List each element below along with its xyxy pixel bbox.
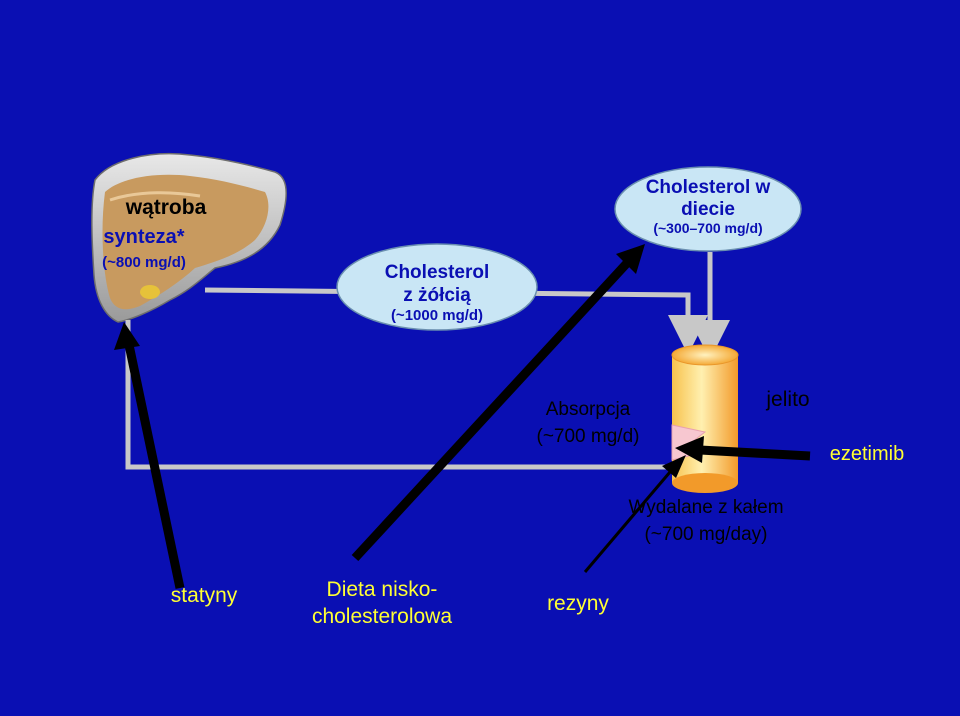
bile-title: Cholesterol — [384, 262, 490, 283]
bile-bubble — [336, 243, 538, 331]
bile-subtitle: z żółcią — [403, 285, 471, 306]
intestine-tube — [671, 344, 739, 493]
diet-subtitle: diecie — [681, 199, 735, 220]
absorption-title: Absorpcja — [545, 399, 631, 420]
liver-title: wątroba — [125, 196, 207, 219]
absorption-amount: (~700 mg/d) — [536, 426, 640, 447]
liver-illustration — [91, 152, 287, 323]
low-cholesterol-diet-label-2: cholesterolowa — [311, 605, 453, 628]
drug-arrows — [114, 244, 811, 589]
ezetimibe-label: ezetimib — [829, 443, 905, 465]
diet-title: Cholesterol w — [645, 177, 771, 198]
bile-amount: (~1000 mg/d) — [390, 307, 484, 324]
intestine-label: jelito — [766, 388, 810, 411]
excretion-amount: (~700 mg/day) — [644, 524, 768, 545]
low-cholesterol-diet-label: Dieta nisko- — [326, 578, 438, 601]
liver-synthesis-amount: (~800 mg/d) — [102, 254, 186, 271]
diet-amount: (~300–700 mg/d) — [653, 220, 763, 236]
statins-label: statyny — [170, 584, 238, 607]
excretion-title: Wydalane z kałem — [628, 497, 784, 518]
resins-label: rezyny — [547, 592, 609, 615]
liver-synthesis: synteza* — [103, 226, 185, 248]
diet-bubble — [614, 166, 802, 252]
